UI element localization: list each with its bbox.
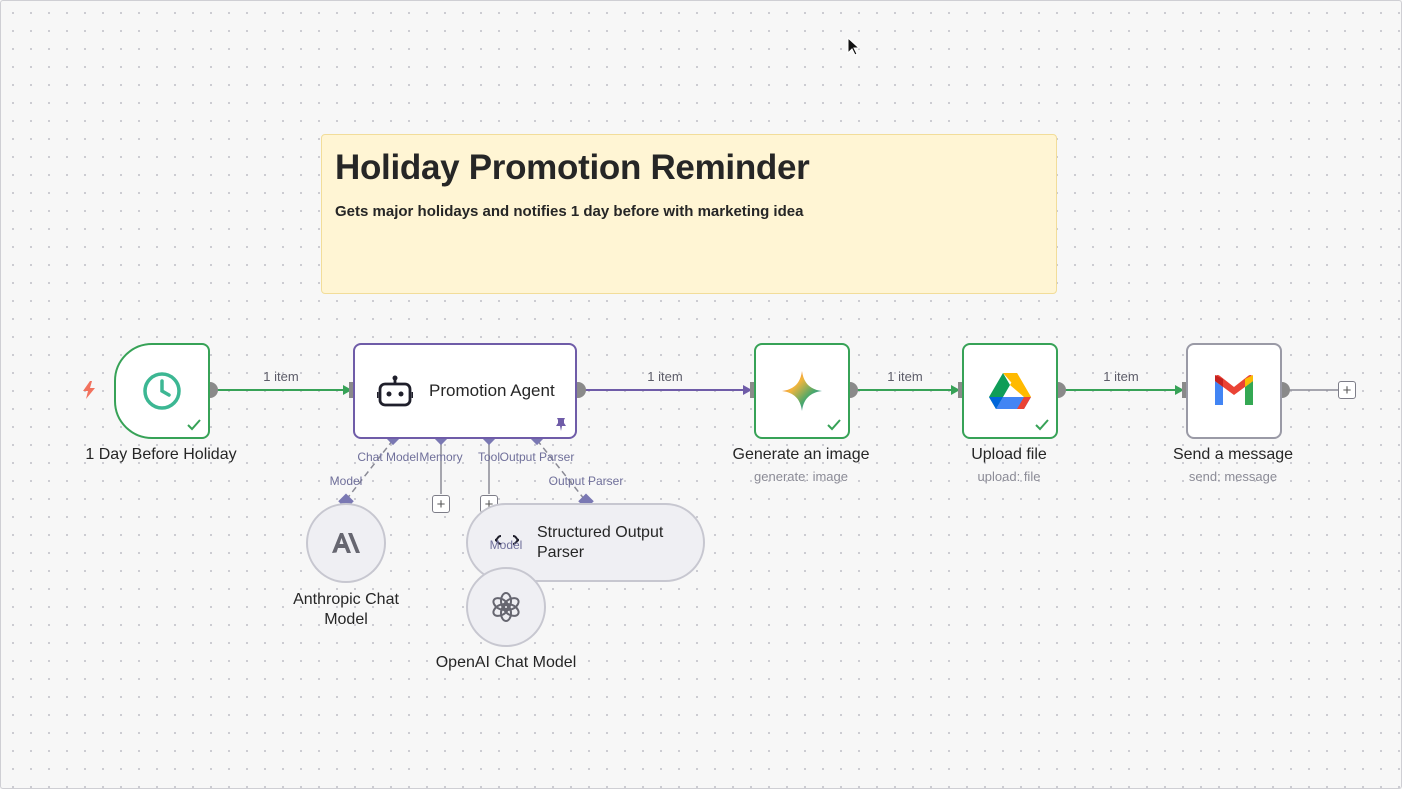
add-node-button[interactable]: + (1338, 381, 1356, 399)
gemini-icon (782, 371, 822, 411)
port-label-chat-model: Chat Model (357, 450, 419, 464)
gmail-icon (1215, 375, 1253, 405)
node-openai-chat-model[interactable] (466, 567, 546, 647)
node-generate-image[interactable] (754, 343, 850, 439)
success-check-icon (187, 419, 201, 431)
trigger-bolt-icon (83, 381, 95, 399)
node-trigger[interactable] (114, 343, 210, 439)
agent-input-port (349, 382, 355, 398)
port-label-tool: Tool (477, 450, 501, 464)
robot-icon (377, 375, 413, 407)
anthropic-port-label: Model (329, 474, 363, 488)
conn-label-image-upload: 1 item (887, 369, 923, 384)
parser-model-port-label: Model (489, 538, 523, 552)
node-anthropic-chat-model[interactable] (306, 503, 386, 583)
node-send-message[interactable] (1186, 343, 1282, 439)
node-upload-file[interactable] (962, 343, 1058, 439)
openai-label: OpenAI Chat Model (435, 654, 577, 671)
arrow-trigger-agent (343, 385, 352, 395)
agent-name: Promotion Agent (429, 381, 555, 400)
generate-image-subtitle: generate: image (754, 469, 848, 484)
upload-input-port (958, 382, 964, 398)
port-label-output-parser: Output Parser (499, 450, 575, 464)
success-check-icon (1035, 419, 1049, 431)
upload-file-label: Upload file (971, 446, 1047, 463)
sticky-description: Gets major holidays and notifies 1 day b… (335, 203, 804, 220)
arrow-image-upload (951, 385, 960, 395)
node-promotion-agent[interactable]: Promotion Agent (353, 343, 577, 439)
openai-icon (492, 592, 520, 622)
arrow-agent-image (743, 385, 752, 395)
braces-icon (494, 535, 520, 545)
arrow-upload-send (1175, 385, 1184, 395)
generate-image-label: Generate an image (732, 446, 870, 463)
conn-label-trigger-agent: 1 item (263, 369, 299, 384)
clock-icon (143, 372, 181, 410)
image-input-port (750, 382, 756, 398)
pin-icon (556, 418, 566, 431)
parser-name: Structured Output Parser (537, 524, 664, 561)
send-message-label: Send a message (1172, 446, 1294, 463)
sticky-note[interactable]: Holiday Promotion Reminder Gets major ho… (321, 134, 1057, 294)
send-input-port (1182, 382, 1188, 398)
conn-label-agent-image: 1 item (647, 369, 683, 384)
trigger-label: 1 Day Before Holiday (85, 446, 237, 463)
add-memory-button[interactable]: + (432, 495, 450, 513)
port-label-memory: Memory (419, 450, 463, 464)
mouse-cursor-icon (847, 37, 861, 56)
google-drive-icon (989, 373, 1031, 409)
conn-label-upload-send: 1 item (1103, 369, 1139, 384)
parser-output-port-label: Output Parser (548, 474, 624, 488)
sticky-title: Holiday Promotion Reminder (335, 148, 810, 187)
send-message-subtitle: send: message (1188, 469, 1278, 484)
upload-file-subtitle: upload: file (977, 469, 1041, 484)
anthropic-label: Anthropic Chat Model (293, 591, 399, 628)
anthropic-icon (332, 533, 360, 553)
success-check-icon (827, 419, 841, 431)
